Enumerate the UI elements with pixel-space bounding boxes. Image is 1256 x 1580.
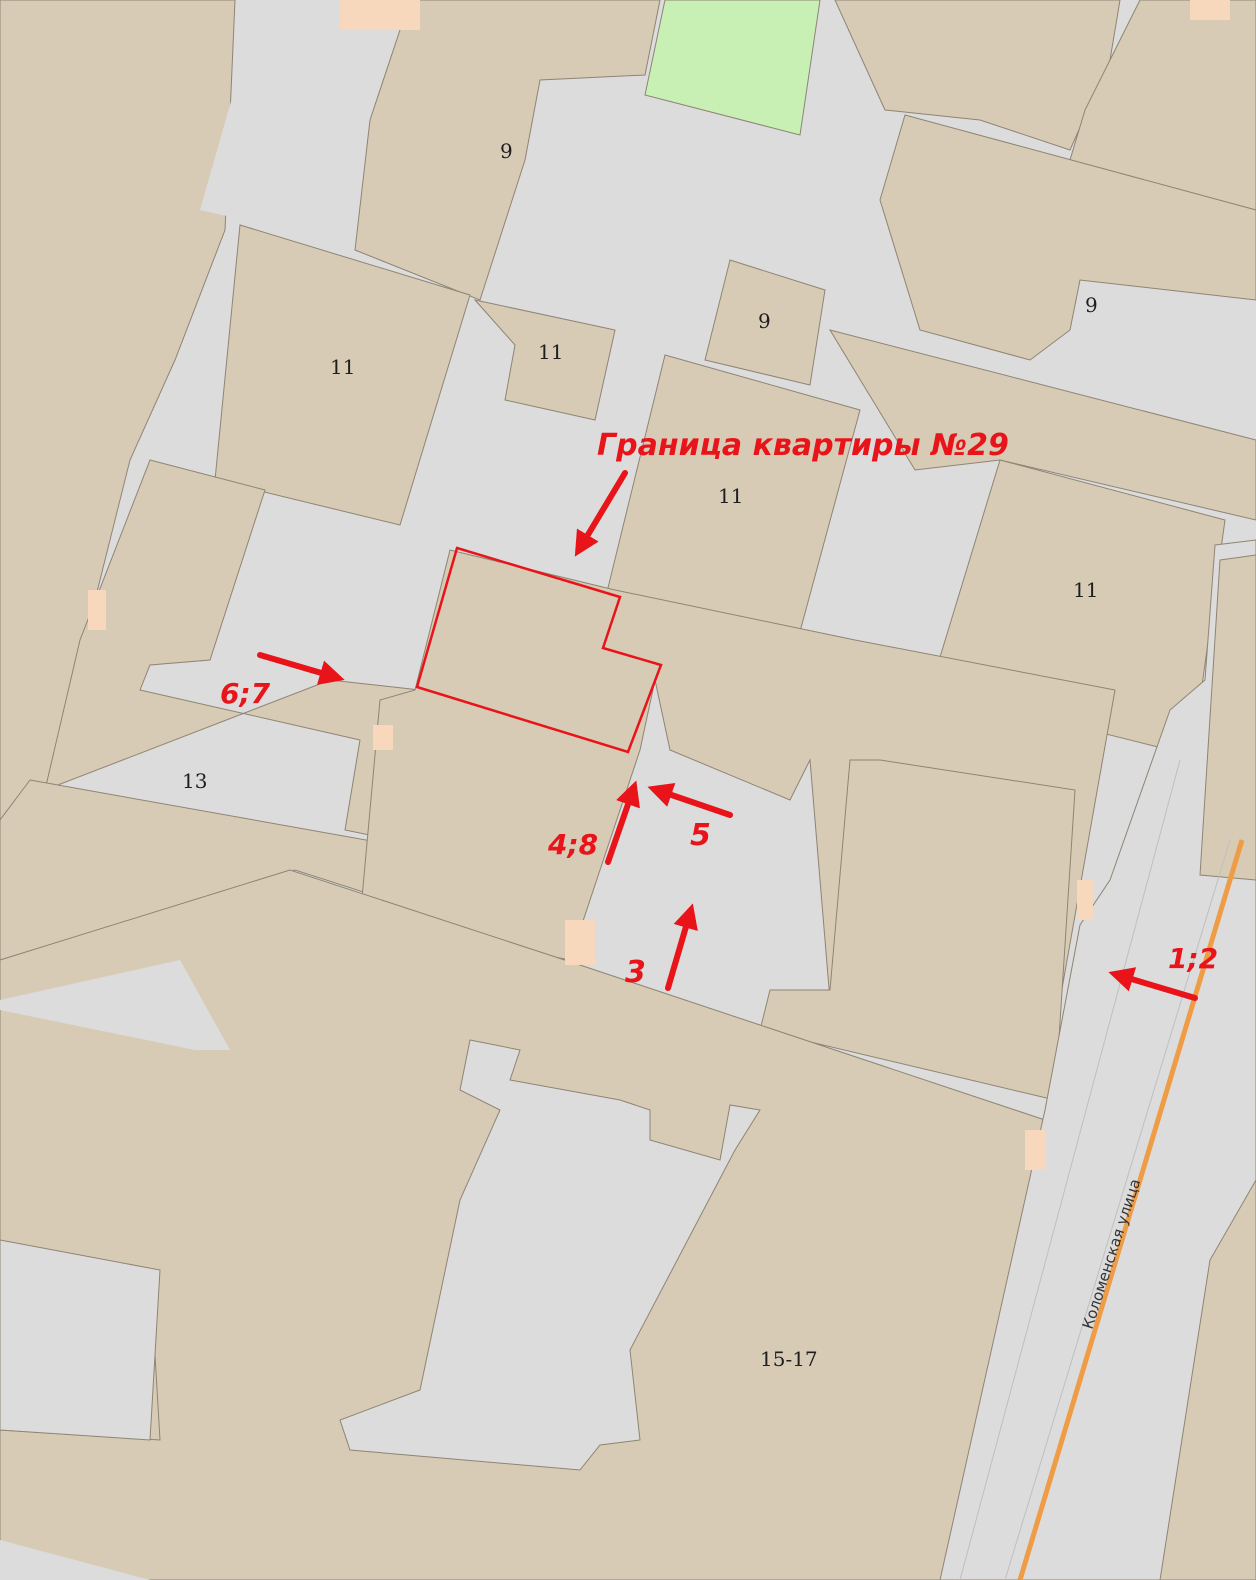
arrow-1-2 [1108,967,1198,1001]
street-area [939,539,1256,1580]
house-number: 11 [718,484,743,508]
house-number: 15-17 [760,1347,818,1371]
building[interactable] [834,0,1121,151]
arrow-3 [665,903,698,991]
yard [0,1540,150,1580]
apartment-29-boundary[interactable] [415,546,663,754]
arrow-6-7 [257,652,345,685]
arrow-5 [647,782,733,818]
street-centerline [1017,839,1245,1580]
path [88,590,106,630]
lane-line [959,759,1181,1580]
building-9-mid[interactable] [704,259,826,386]
boundary-pointer-arrow [574,470,628,557]
arrow-label-3: 3 [625,955,646,990]
building-11-left[interactable] [214,224,471,526]
house-number: 11 [538,340,563,364]
arrow-label-1-2: 1;2 [1168,942,1218,975]
building-11-small[interactable] [473,299,616,421]
path [373,725,393,750]
path [1025,1130,1045,1170]
building[interactable] [759,759,1076,1101]
house-number: 11 [1073,578,1098,602]
arrow-label-4-8: 4;8 [547,828,598,861]
arrow-label-6-7: 6;7 [220,677,271,710]
apartment-boundary-label: Граница квартиры №29 [597,428,1009,463]
house-number: 9 [1085,293,1098,317]
arrow-label-5: 5 [690,818,711,853]
building[interactable] [1199,554,1256,881]
house-number: 9 [758,309,771,333]
yard [0,960,230,1050]
building[interactable] [828,329,1256,521]
lawn [644,0,821,136]
house-number: 13 [182,769,207,793]
building[interactable] [1159,1178,1256,1580]
courtyard [339,1039,761,1471]
path [340,0,420,30]
building-9-right[interactable] [879,114,1256,361]
path [565,920,595,965]
house-number: 9 [500,139,513,163]
path [1190,0,1230,20]
house-number: 11 [330,355,355,379]
arrow-4-8 [605,780,640,865]
yard [0,1239,161,1441]
lane-line [1004,839,1231,1580]
building-9-top[interactable] [354,0,661,301]
path [1077,880,1093,920]
